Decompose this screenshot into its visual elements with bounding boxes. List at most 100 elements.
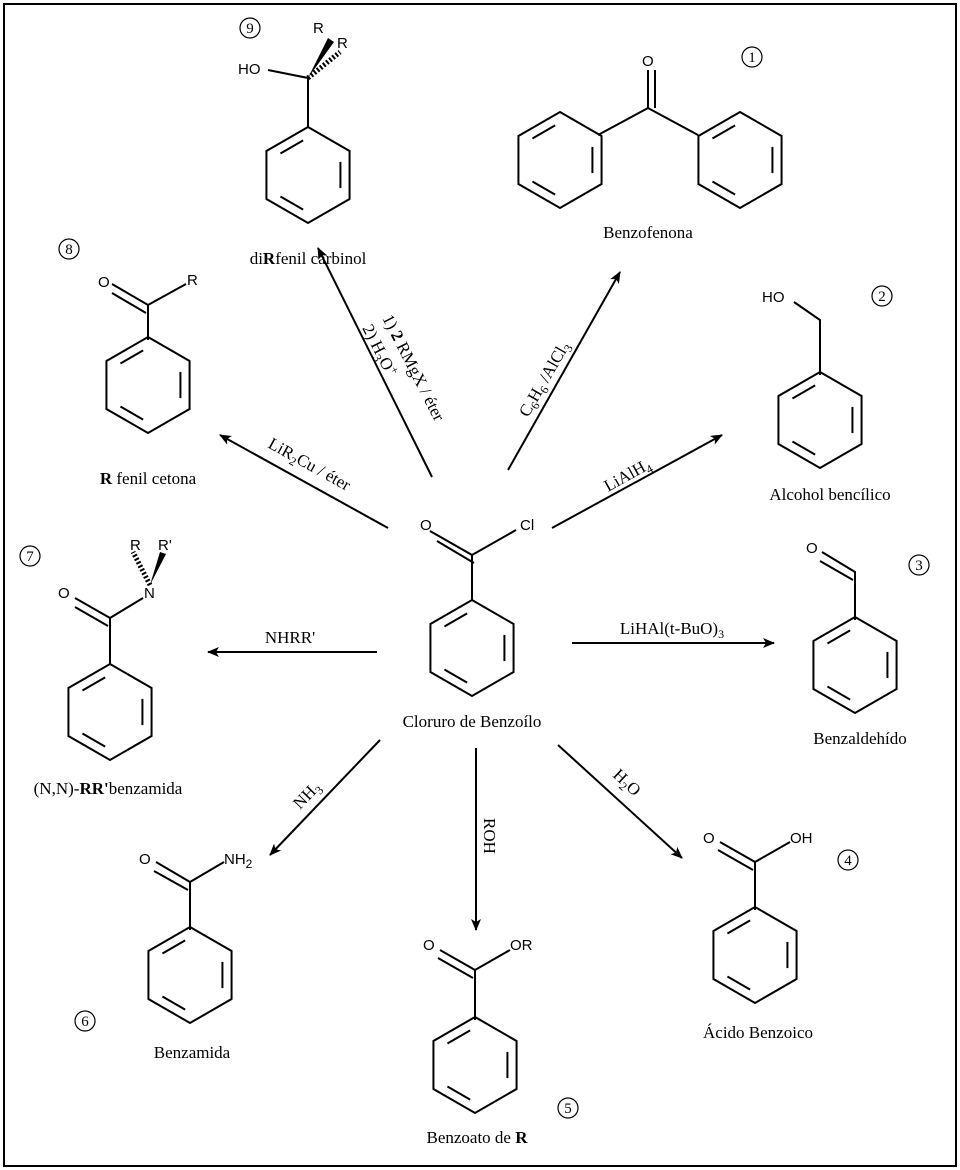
compound-name: Ácido Benzoico	[703, 1023, 813, 1042]
arrow-to-6	[269, 739, 381, 856]
compound-number: 4	[837, 849, 859, 871]
benzene-ring	[517, 110, 603, 210]
atom-o: O	[423, 937, 435, 954]
reagent-nhrr: NHRR'	[265, 628, 315, 647]
compound-rr-benzamida: O N R R' (N,N)-RR'benzamida 7	[19, 537, 183, 798]
svg-text:9: 9	[246, 21, 254, 37]
compound-number: 9	[239, 17, 261, 39]
compound-name: diRfenil carbinol	[250, 249, 367, 268]
compound-name: Cloruro de Benzoílo	[403, 712, 542, 731]
benzene-ring	[697, 110, 783, 210]
double-bond	[726, 975, 751, 991]
compound-number: 7	[19, 545, 41, 567]
compound-benzoato: O OR Benzoato de R 5	[423, 937, 579, 1147]
compound-number: 1	[741, 46, 763, 68]
benzene-ring	[429, 598, 515, 698]
double-bond	[726, 919, 751, 935]
atom-nh2: NH2	[224, 851, 253, 871]
svg-text:6: 6	[81, 1014, 89, 1030]
compound-alcohol-bencilico: HO Alcohol bencílico 2	[762, 285, 893, 504]
arrow-to-9	[317, 247, 433, 478]
double-bond	[81, 732, 106, 748]
atom-o: O	[139, 851, 151, 868]
compound-benzamida: O NH2 Benzamida 6	[74, 851, 253, 1062]
atom-r: R	[313, 20, 324, 37]
atom-r-prime: R'	[158, 537, 172, 554]
double-bond	[119, 405, 144, 421]
double-bond	[161, 939, 186, 955]
atom-o: O	[98, 274, 110, 291]
benzene-ring	[105, 335, 191, 435]
benzene-ring	[67, 662, 153, 762]
compound-name: Alcohol bencílico	[769, 485, 890, 504]
compound-number: 2	[871, 285, 893, 307]
double-bond	[826, 629, 851, 645]
atom-oh: HO	[762, 289, 785, 306]
atom-r: R	[130, 537, 141, 554]
svg-text:2: 2	[878, 289, 886, 305]
compound-name: Benzoato de R	[426, 1128, 528, 1147]
reagent-roh: ROH	[480, 818, 499, 854]
atom-r: R	[337, 35, 348, 52]
double-bond	[711, 124, 736, 140]
compound-benzoyl-chloride: O Cl Cloruro de Benzoílo	[403, 517, 542, 731]
double-bond	[826, 685, 851, 701]
benzene-rings	[67, 110, 898, 1115]
compound-name: R fenil cetona	[100, 469, 197, 488]
benzene-ring	[712, 905, 798, 1005]
arrow-to-4	[557, 744, 683, 859]
compound-number: 8	[58, 238, 80, 260]
svg-text:4: 4	[844, 853, 852, 869]
benzene-ring	[777, 370, 863, 470]
double-bond	[279, 139, 304, 155]
double-bond	[446, 1029, 471, 1045]
double-bond	[791, 440, 816, 456]
svg-text:1: 1	[748, 50, 756, 66]
compound-r-fenil-cetona: O R R fenil cetona 8	[58, 238, 198, 488]
atom-or: OR	[510, 937, 533, 954]
compound-name: Benzamida	[154, 1043, 231, 1062]
benzene-ring	[147, 925, 233, 1025]
svg-text:3: 3	[915, 558, 923, 574]
atom-r: R	[187, 272, 198, 289]
double-bond	[81, 676, 106, 692]
atom-o: O	[420, 517, 432, 534]
benzene-ring	[432, 1015, 518, 1115]
reagent-lihal-tbuo3: LiHAl(t-BuO)3	[620, 619, 724, 641]
svg-text:8: 8	[65, 242, 73, 258]
compound-name: Benzofenona	[603, 223, 693, 242]
benzene-ring	[265, 125, 351, 225]
arrow-to-1	[507, 271, 621, 471]
svg-text:5: 5	[564, 1101, 572, 1117]
arrow-to-2	[551, 434, 723, 529]
compound-benzofenona: O Benzofenona 1	[597, 46, 763, 242]
atom-o: O	[642, 53, 654, 70]
compound-number: 5	[557, 1097, 579, 1119]
double-bond	[531, 124, 556, 140]
reaction-arrows	[207, 247, 775, 931]
compound-acido-benzoico: O OH Ácido Benzoico 4	[703, 830, 859, 1042]
double-bond	[791, 384, 816, 400]
compound-name: (N,N)-RR'benzamida	[34, 779, 183, 798]
atom-o: O	[703, 830, 715, 847]
compound-benzaldehido: O Benzaldehído 3	[806, 540, 930, 748]
atom-o: O	[58, 585, 70, 602]
benzene-ring	[812, 615, 898, 715]
double-bond	[711, 180, 736, 196]
atom-oh: HO	[238, 61, 261, 78]
atom-oh: OH	[790, 830, 813, 847]
wedge-bond	[308, 38, 334, 78]
atom-o: O	[806, 540, 818, 557]
double-bond	[446, 1085, 471, 1101]
compound-number: 6	[74, 1010, 96, 1032]
arrow-to-8	[219, 434, 389, 529]
compound-name: Benzaldehído	[813, 729, 906, 748]
compound-number: 3	[908, 554, 930, 576]
svg-text:7: 7	[26, 549, 34, 565]
double-bond	[443, 612, 468, 628]
double-bond	[443, 668, 468, 684]
double-bond	[119, 349, 144, 365]
atom-cl: Cl	[520, 517, 534, 534]
